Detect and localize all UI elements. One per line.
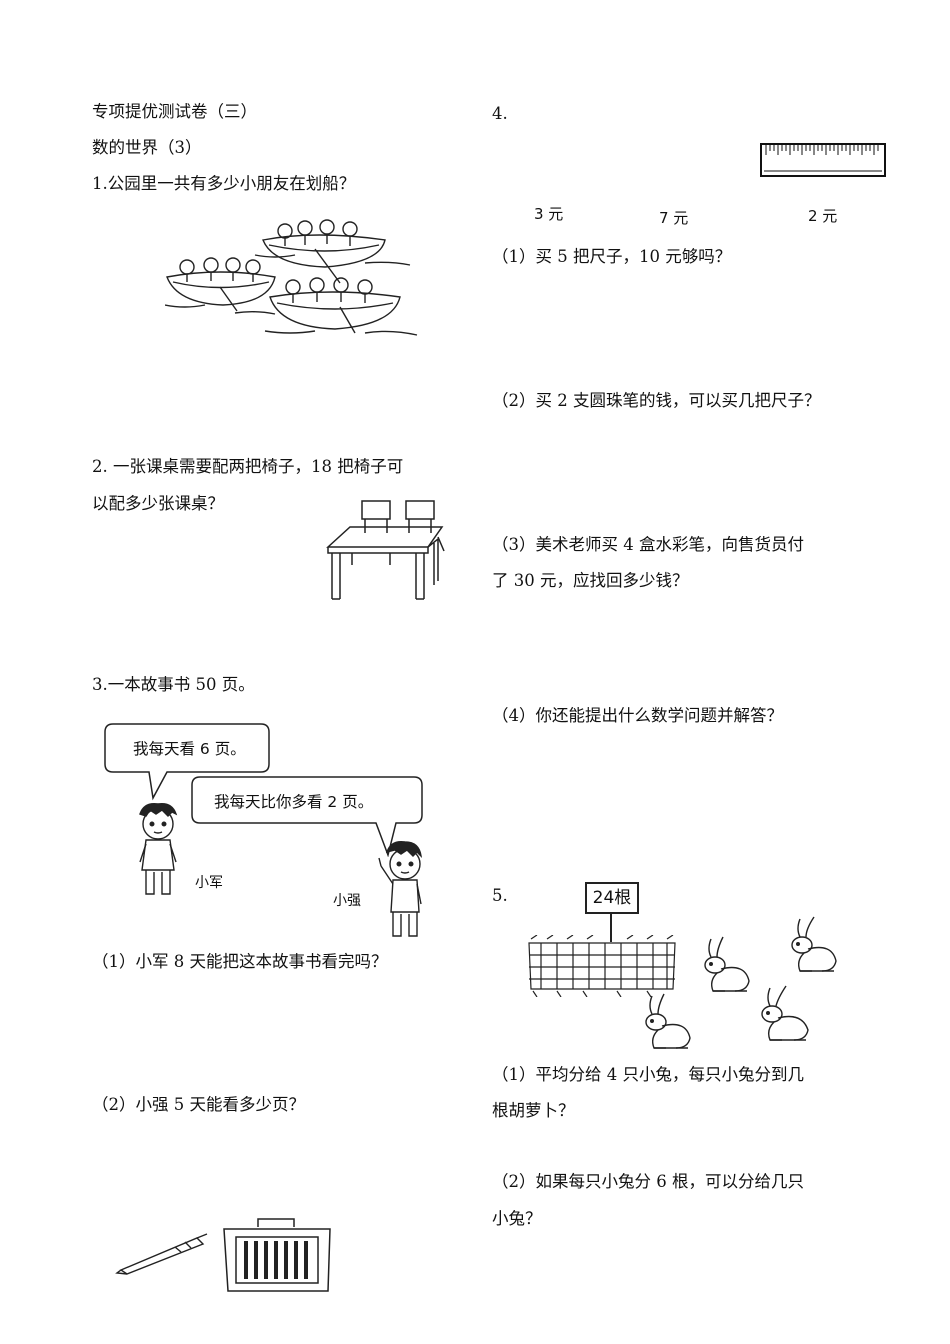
carrot-bundle-illustration — [528, 935, 676, 997]
boy-xiaojun-illustration — [139, 803, 178, 895]
rowing-boats-illustration — [165, 219, 418, 336]
rabbit-2-icon — [791, 916, 837, 972]
question-5-2-line1: （2）如果每只小兔分 6 根，可以分给几只 — [492, 1172, 804, 1191]
rabbit-1-icon — [704, 936, 750, 992]
ballpoint-pen-illustration — [115, 1233, 208, 1275]
question-4: 4. — [492, 104, 508, 123]
watercolor-pen-box-illustration — [223, 1218, 331, 1292]
speech-bubble-xiaoqiang: 我每天比你多看 2 页。 — [190, 775, 426, 857]
price-pen: 7 元 — [659, 209, 689, 227]
name-xiaojun: 小军 — [195, 875, 223, 891]
question-4-2: （2）买 2 支圆珠笔的钱，可以买几把尺子？ — [492, 391, 821, 410]
question-3-2: （2）小强 5 天能看多少页？ — [92, 1095, 305, 1114]
question-5-1-line1: （1）平均分给 4 只小兔，每只小兔分到几 — [492, 1065, 804, 1084]
boy-xiaoqiang-illustration — [378, 841, 422, 937]
bubble-1-text: 我每天看 6 页。 — [133, 740, 246, 758]
bubble-2-text: 我每天比你多看 2 页。 — [214, 793, 374, 811]
question-4-4: （4）你还能提出什么数学问题并解答？ — [492, 706, 783, 725]
speech-bubble-xiaojun: 我每天看 6 页。 — [103, 722, 271, 802]
sign-post — [610, 914, 612, 942]
rabbit-3-icon — [645, 993, 691, 1049]
section-subtitle: 数的世界（3） — [92, 138, 202, 157]
question-1: 1.公园里一共有多少小朋友在划船？ — [92, 174, 356, 193]
carrot-count-sign: 24根 — [585, 882, 639, 914]
price-ruler: 2 元 — [808, 207, 838, 225]
desk-chairs-illustration — [326, 500, 445, 600]
question-4-3-line1: （3）美术老师买 4 盒水彩笔，向售货员付 — [492, 535, 804, 554]
question-2-line2: 以配多少张课桌？ — [92, 494, 224, 513]
price-watercolor-box: 3 元 — [534, 205, 564, 223]
ruler-illustration — [760, 143, 886, 177]
question-4-1: （1）买 5 把尺子，10 元够吗？ — [492, 247, 732, 266]
question-2-line1: 2. 一张课桌需要配两把椅子，18 把椅子可 — [92, 457, 404, 476]
question-5: 5. — [492, 886, 508, 905]
question-5-1-line2: 根胡萝卜？ — [492, 1101, 575, 1120]
question-3: 3.一本故事书 50 页。 — [92, 675, 255, 694]
header-title: 专项提优测试卷（三） — [92, 102, 257, 121]
name-xiaoqiang: 小强 — [333, 893, 361, 909]
rabbit-4-icon — [761, 985, 809, 1041]
question-5-2-line2: 小兔？ — [492, 1209, 542, 1228]
question-4-3-line2: 了 30 元，应找回多少钱？ — [492, 571, 689, 590]
question-3-1: （1）小军 8 天能把这本故事书看完吗？ — [92, 952, 388, 971]
